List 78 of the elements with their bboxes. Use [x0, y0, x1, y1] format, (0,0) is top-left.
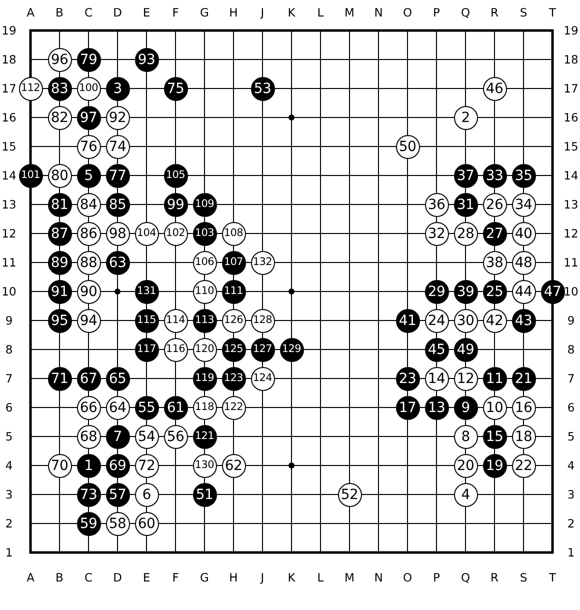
column-label: R	[490, 572, 498, 584]
row-label: 13	[564, 198, 578, 210]
row-label: 5	[5, 430, 13, 442]
row-label: 9	[5, 314, 13, 326]
column-label: A	[26, 572, 34, 584]
row-label: 6	[5, 402, 13, 414]
column-label: K	[288, 572, 296, 584]
column-label: M	[344, 7, 354, 19]
row-label: 18	[564, 54, 578, 66]
column-label: S	[520, 572, 528, 584]
column-label: G	[200, 7, 209, 19]
row-label: 14	[2, 170, 16, 182]
column-label: H	[229, 7, 238, 19]
row-label: 12	[564, 228, 578, 240]
row-label: 6	[567, 402, 575, 414]
column-label: J	[260, 572, 264, 584]
column-label: Q	[460, 572, 470, 584]
column-label: S	[520, 7, 528, 19]
row-label: 1	[567, 546, 575, 558]
row-label: 8	[567, 344, 575, 356]
row-label: 5	[567, 430, 575, 442]
column-label: M	[344, 572, 354, 584]
column-label: F	[172, 572, 179, 584]
column-label: L	[317, 7, 324, 19]
column-label: O	[402, 7, 412, 19]
column-label: C	[84, 7, 93, 19]
column-label: F	[172, 7, 179, 19]
row-label: 19	[2, 24, 16, 36]
row-label: 17	[2, 82, 16, 94]
row-label: 10	[2, 286, 16, 298]
row-label: 16	[564, 112, 578, 124]
column-label: D	[113, 572, 122, 584]
column-label: Q	[460, 7, 470, 19]
row-label: 16	[2, 112, 16, 124]
row-label: 13	[2, 198, 16, 210]
column-label: R	[490, 7, 498, 19]
row-label: 8	[5, 344, 13, 356]
row-label: 4	[5, 460, 13, 472]
column-label: C	[84, 572, 93, 584]
column-label: B	[56, 572, 64, 584]
row-label: 2	[567, 518, 575, 530]
column-label: A	[26, 7, 34, 19]
row-label: 15	[564, 140, 578, 152]
column-label: L	[317, 572, 324, 584]
row-label: 7	[567, 372, 575, 384]
column-label: O	[402, 572, 412, 584]
row-label: 7	[5, 372, 13, 384]
row-label: 17	[564, 82, 578, 94]
row-label: 19	[564, 24, 578, 36]
go-stone: 112	[18, 76, 42, 100]
column-label: N	[374, 7, 383, 19]
row-label: 11	[564, 256, 578, 268]
column-label: E	[142, 572, 150, 584]
row-label: 12	[2, 228, 16, 240]
column-label: P	[433, 572, 440, 584]
row-label: 2	[5, 518, 13, 530]
column-label: B	[56, 7, 64, 19]
row-label: 1	[5, 546, 13, 558]
row-label: 9	[567, 314, 575, 326]
row-label: 11	[2, 256, 16, 268]
row-label: 4	[567, 460, 575, 472]
column-label: P	[433, 7, 440, 19]
row-label: 10	[564, 286, 578, 298]
row-label: 15	[2, 140, 16, 152]
column-label: J	[260, 7, 264, 19]
column-label: E	[142, 7, 150, 19]
column-label: G	[200, 572, 209, 584]
row-label: 18	[2, 54, 16, 66]
column-label: K	[288, 7, 296, 19]
column-label: D	[113, 7, 122, 19]
column-label: T	[548, 572, 556, 584]
column-label: T	[548, 7, 556, 19]
column-label: N	[374, 572, 383, 584]
row-label: 14	[564, 170, 578, 182]
go-stone: 101	[18, 164, 42, 188]
row-label: 3	[5, 488, 13, 500]
row-label: 3	[567, 488, 575, 500]
column-label: H	[229, 572, 238, 584]
